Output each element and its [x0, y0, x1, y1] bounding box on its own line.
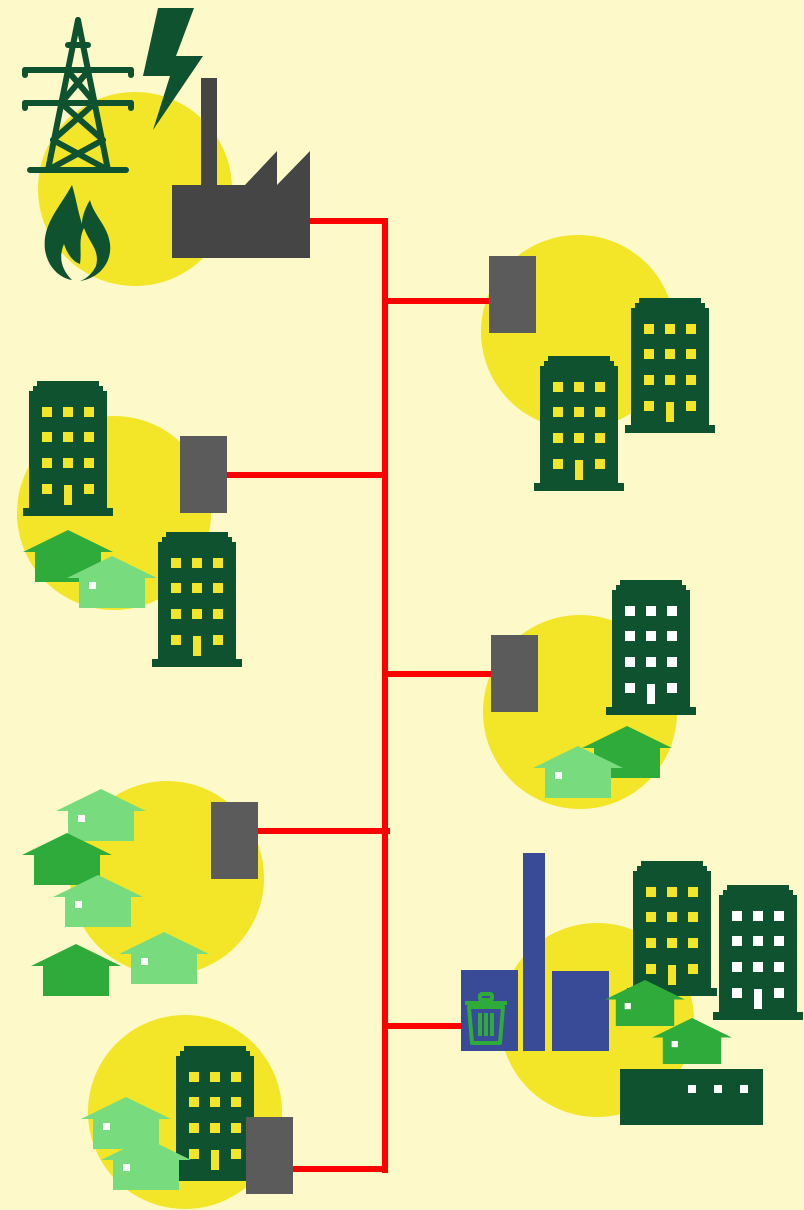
apartment-building	[534, 356, 624, 491]
apartment-building	[627, 861, 717, 996]
substation	[180, 436, 227, 513]
apartment-building	[713, 885, 803, 1020]
low-building	[620, 1069, 763, 1125]
substation	[491, 635, 538, 712]
apartment-building	[152, 532, 242, 667]
substation	[211, 802, 258, 879]
district-right-lower	[461, 853, 803, 1125]
heat-pipe-network	[226, 218, 492, 1173]
apartment-building	[23, 381, 113, 516]
apartment-building	[625, 298, 715, 433]
apartment-building	[606, 580, 696, 715]
substation	[246, 1117, 293, 1194]
trash-bin-icon	[465, 994, 507, 1043]
substation	[489, 256, 536, 333]
